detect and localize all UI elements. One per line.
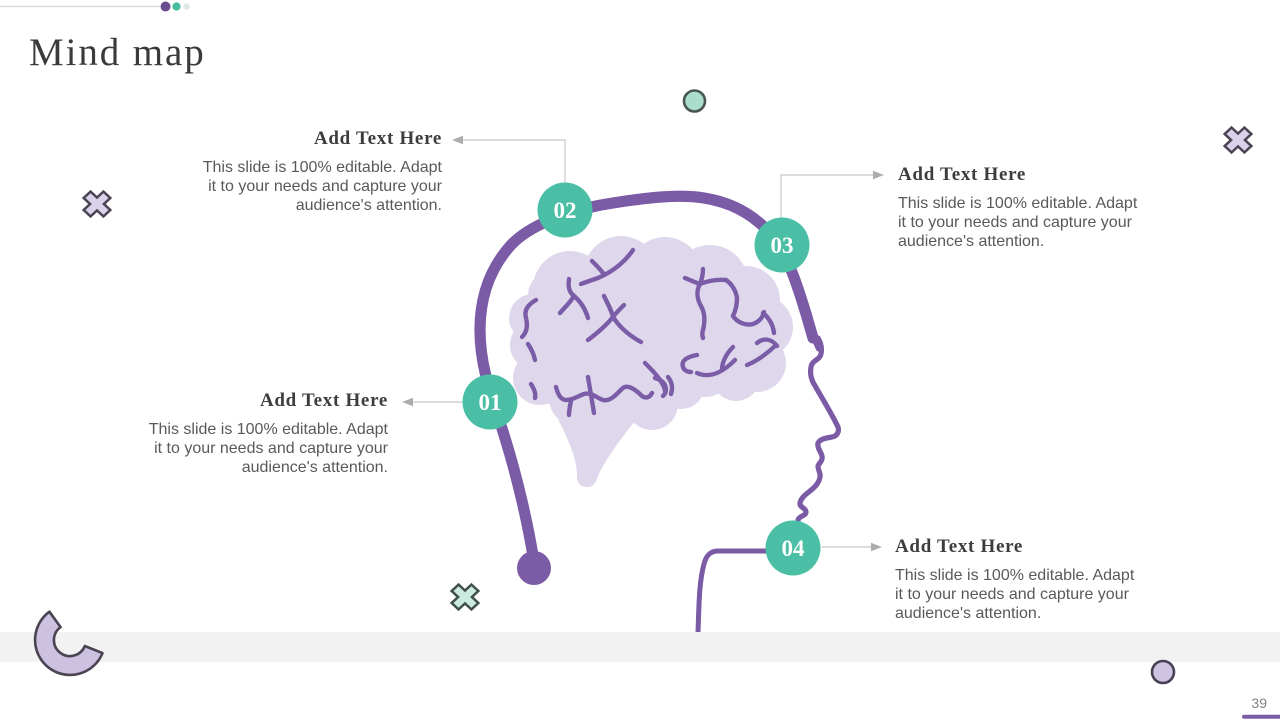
svg-text:04: 04	[782, 536, 806, 561]
svg-text:02: 02	[554, 198, 577, 223]
svg-text:03: 03	[771, 233, 794, 258]
svg-text:01: 01	[479, 390, 502, 415]
